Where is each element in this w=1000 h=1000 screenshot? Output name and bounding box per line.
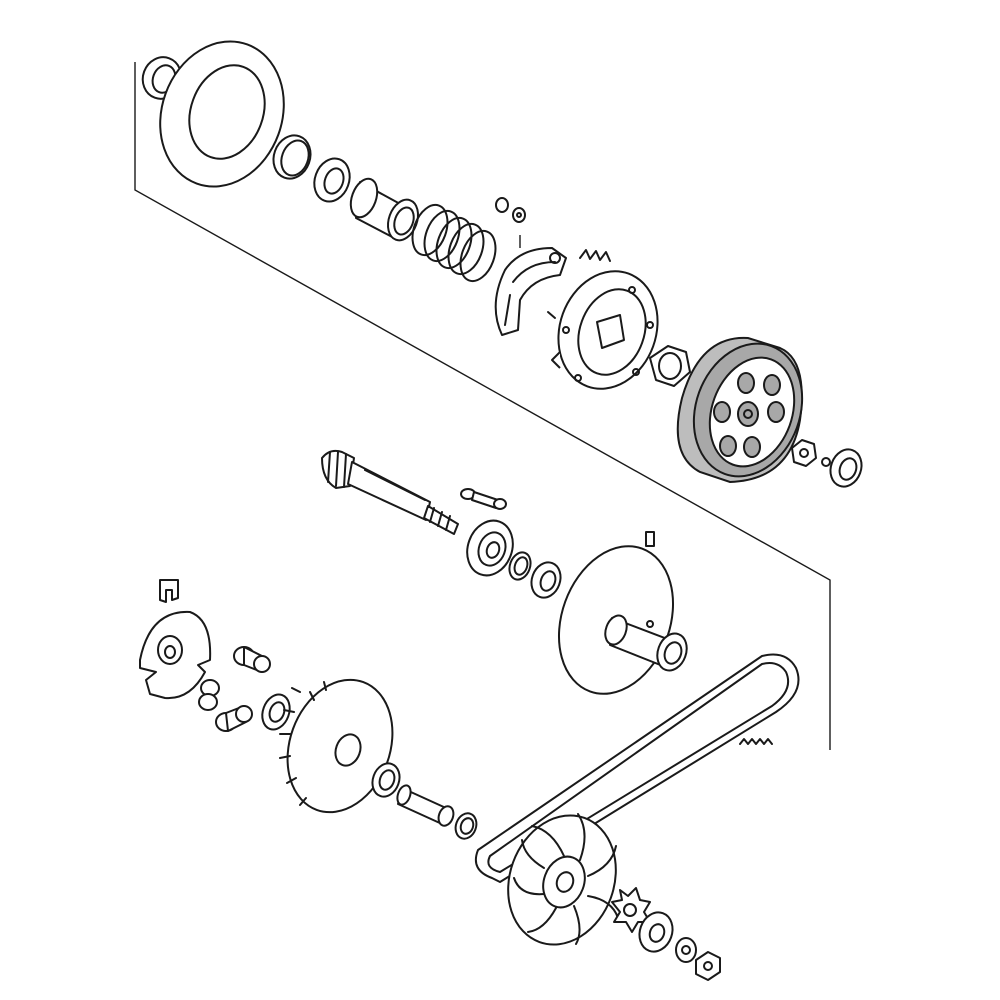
bell-hole (767, 401, 785, 423)
pulley-nut-plate (638, 911, 674, 953)
bell-hole (763, 374, 781, 396)
bearing-ring (313, 157, 351, 203)
drive-shaft (321, 449, 459, 535)
snap-ring (272, 134, 312, 180)
bell-hole (713, 401, 731, 423)
output-nut (791, 439, 831, 467)
star-washer (611, 887, 651, 933)
bushing-ring (454, 812, 478, 840)
bolt (460, 488, 507, 510)
end-nut (695, 951, 721, 981)
assembly-frame (134, 62, 831, 750)
hex-nut (649, 345, 691, 387)
clutch-plate (159, 40, 285, 188)
circlip (508, 551, 532, 581)
bell-hole (719, 435, 737, 457)
tension-spring (579, 249, 611, 262)
flat-washer (675, 937, 697, 963)
driven-pulley-face (557, 531, 688, 695)
clutch-shoe (494, 247, 567, 336)
clutch-spring (411, 203, 497, 283)
variator-washer (371, 762, 401, 798)
ramp-plate (139, 579, 212, 700)
clutch-bell (676, 336, 804, 484)
spacer-ring (530, 561, 562, 599)
fan-pulley (507, 813, 619, 946)
roller-weights (198, 646, 271, 732)
clutch-carrier (547, 270, 659, 390)
bell-hole (737, 372, 755, 394)
output-bearing (829, 448, 863, 488)
variator-pulley (279, 678, 394, 814)
variator-bearing (261, 693, 291, 731)
shaft-bearing (466, 519, 514, 577)
collar-sleeve (349, 177, 419, 242)
bell-hole (743, 436, 761, 458)
small-washers (495, 197, 526, 223)
variator-bushing (396, 784, 455, 827)
